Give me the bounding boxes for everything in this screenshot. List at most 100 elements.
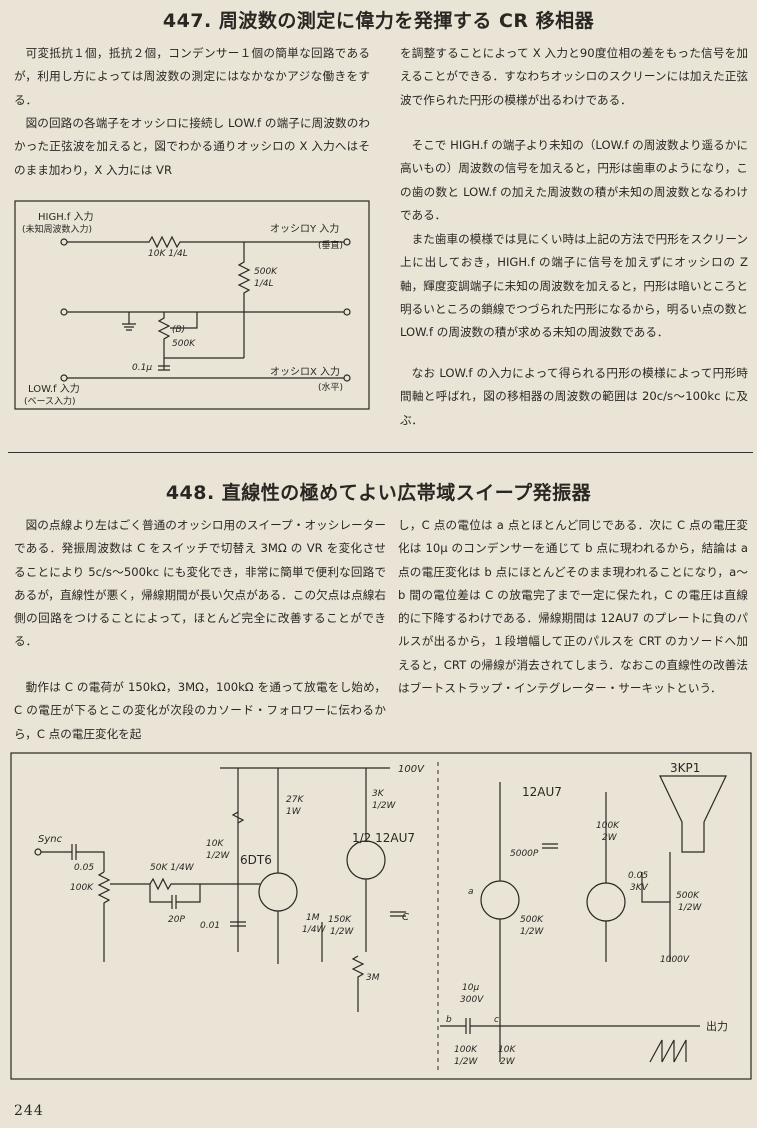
- c001-cap: [230, 921, 246, 927]
- sawtooth-waveform-icon: [649, 1039, 687, 1063]
- sync-label: Sync: [38, 834, 63, 845]
- vr3m-resistor: [351, 955, 365, 1012]
- r27k-w-label: 1W: [286, 807, 302, 817]
- c-label: C: [402, 912, 409, 923]
- article-448-title: 448. 直線性の極めてよい広帯域スイープ発振器: [165, 482, 592, 504]
- c5000p-cap: [542, 843, 558, 849]
- r100k2-w-label: 2W: [602, 833, 618, 843]
- r50k-resistor: [110, 877, 260, 891]
- section-divider: [8, 452, 753, 453]
- article-447-left-para-1: 可変抵抗１個，抵抗２個，コンデンサー１個の簡単な回路であるが，利用し方によっては…: [14, 46, 370, 107]
- c005-label: 0.05: [74, 863, 94, 873]
- supply-100v-label: 100V: [398, 764, 425, 775]
- sync-terminal: [34, 848, 42, 856]
- sync-coupling-cap: [41, 844, 105, 872]
- r150k-label: 150K: [328, 915, 352, 925]
- low-input-terminal: [60, 374, 68, 382]
- r10k-resistor: [231, 768, 245, 952]
- article-447-right-para-3: また歯車の模様では見にくい時は上記の方法で円形をスクリーン上に出しておき，HIG…: [400, 232, 748, 340]
- c005b-label: 0.05: [628, 871, 648, 881]
- node-a-label: a: [468, 887, 474, 897]
- crt-feed: [641, 852, 671, 962]
- article-448-left-para-1: 図の点線より左はごく普通のオッシロ用のスイープ・オッシレーターである．発振周波数…: [14, 518, 386, 649]
- osc-y-label: オッシロY 入力: [270, 222, 339, 235]
- r150k-w-label: 1/2W: [330, 927, 354, 937]
- crt-label: 3KP1: [670, 761, 700, 775]
- article-448-left-para-2: 動作は C の電荷が 150kΩ，3MΩ，100kΩ を通って放電をし始め，C …: [14, 680, 386, 741]
- ground-terminal-right: [343, 308, 351, 316]
- tube-12au7: [480, 880, 520, 920]
- vr-b-label: (B): [172, 325, 185, 335]
- c5000p-label: 5000P: [510, 849, 539, 859]
- c-timing-cap: [390, 911, 406, 917]
- r100k3-label: 100K: [454, 1045, 478, 1055]
- r10k-w-label: 1/2W: [206, 851, 230, 861]
- r10k2-label: 10K: [498, 1045, 516, 1055]
- c001-label: 0.01: [200, 921, 220, 931]
- osc-y-terminal: [343, 238, 351, 246]
- cr-phase-shifter-diagram: HIGH.f 入力 (未知周波数入力) 10K 1/4L オッシロY 入力 (垂…: [14, 200, 370, 410]
- high-input-terminal: [60, 238, 68, 246]
- r500k-w-label: 1/2W: [520, 927, 544, 937]
- v3kv-label: 3KV: [630, 883, 649, 893]
- article-447-right-para-2: そこで HIGH.f の端子より未知の（LOW.f の周波数より遥るかに高いもの…: [400, 138, 748, 222]
- osc-x-sublabel: (水平): [318, 381, 343, 393]
- r2-label: 500K: [254, 267, 278, 277]
- tube-6dt6-label: 6DT6: [240, 853, 272, 867]
- vr-500k-symbol: [157, 312, 198, 370]
- high-input-label: HIGH.f 入力: [38, 210, 93, 223]
- c20p-cap: [149, 884, 201, 909]
- r2-sublabel: 1/4L: [254, 279, 274, 289]
- cap-label: 0.1μ: [132, 363, 152, 373]
- ground-symbol: [122, 312, 136, 331]
- c20p-label: 20P: [168, 915, 185, 925]
- article-447-right-para-1: を調整することによって X 入力と90度位相の差をもった信号を加えることができる…: [400, 46, 748, 107]
- article-447-right-para-4: なお LOW.f の入力によって得られる円形の模様によって円形時間軸と呼ばれ，図…: [400, 366, 748, 427]
- r1m-label: 1M: [306, 913, 320, 923]
- r3k-w-label: 1/2W: [372, 801, 396, 811]
- c10u-label: 10μ: [462, 983, 479, 993]
- c10u-v-label: 300V: [460, 995, 484, 1005]
- r500k-label: 500K: [520, 915, 544, 925]
- r3k-label: 3K: [372, 789, 385, 799]
- sweep-oscillator-schematic: 100V Sync 0.05 100K 50K 1/4W 20P 6DT6 10…: [10, 752, 752, 1080]
- r100k-label: 100K: [70, 883, 94, 893]
- crt-3kp1: [659, 775, 727, 853]
- vr-label: 500K: [172, 339, 196, 349]
- vr3m-label: 3M: [366, 973, 380, 983]
- r10k2-w-label: 2W: [500, 1057, 516, 1067]
- tube-6dt6: [258, 872, 298, 912]
- r1m-w-label: 1/4W: [302, 925, 326, 935]
- ground-terminal-left: [60, 308, 68, 316]
- output-label: 出力: [706, 1019, 728, 1033]
- r500k2-w-label: 1/2W: [678, 903, 702, 913]
- r10k-label: 10K: [206, 839, 224, 849]
- osc-x-label: オッシロX 入力: [270, 365, 340, 378]
- r500k2-label: 500K: [676, 891, 700, 901]
- article-447-title: 447. 周波数の測定に偉力を発揮する CR 移相器: [162, 10, 595, 32]
- tube-12au7-half: [346, 840, 386, 880]
- r100k3-w-label: 1/2W: [454, 1057, 478, 1067]
- high-input-sublabel: (未知周波数入力): [22, 223, 92, 235]
- r50k-label: 50K 1/4W: [150, 863, 195, 873]
- c10u-cap-and-output-line: [440, 1018, 700, 1034]
- page-number: 244: [14, 1103, 44, 1119]
- tube1-label: 1/2 12AU7: [352, 831, 415, 845]
- r1-label: 10K 1/4L: [148, 249, 188, 259]
- article-447-left-para-2: 図の回路の各端子をオッシロに接続し LOW.f の端子に周波数のわかった正弦波を…: [14, 116, 370, 177]
- tube-pulse-amp: [586, 882, 626, 922]
- v1000-label: 1000V: [660, 955, 690, 965]
- low-input-sublabel: (ベース入力): [24, 395, 76, 407]
- r100k-pot: [97, 871, 111, 962]
- osc-x-terminal: [343, 374, 351, 382]
- article-448-right-para-1: し，C 点の電位は a 点とほとんど同じである．次に C 点の電圧変化は 10μ…: [398, 518, 748, 696]
- r27k-label: 27K: [286, 795, 304, 805]
- node-b-label: b: [446, 1015, 452, 1025]
- cap-0-1u-symbol: [158, 357, 244, 371]
- r100k2-label: 100K: [596, 821, 620, 831]
- node-c-label: c: [494, 1015, 499, 1025]
- osc-y-sublabel: (垂直): [318, 239, 343, 251]
- tube2-label: 12AU7: [522, 785, 562, 799]
- low-input-label: LOW.f 入力: [28, 382, 80, 395]
